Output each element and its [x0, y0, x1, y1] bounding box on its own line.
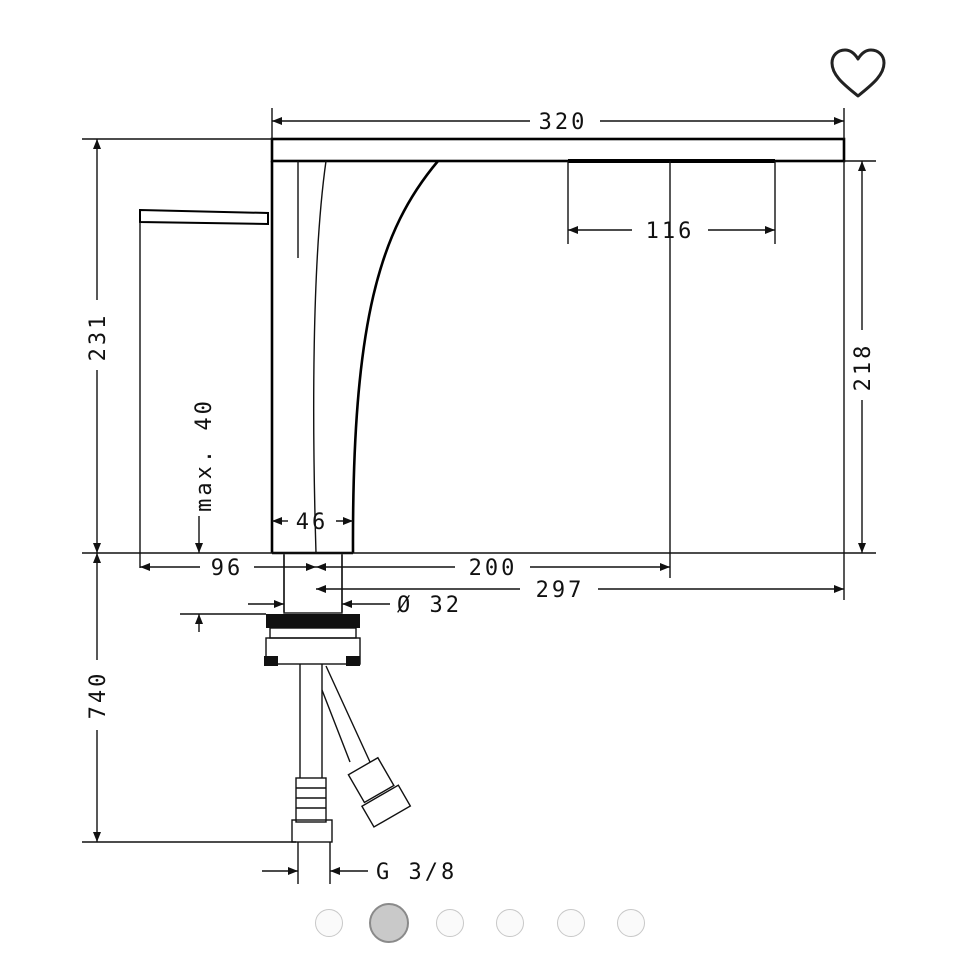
favorite-heart-icon[interactable] — [826, 46, 890, 102]
dim-outlet-width: 116 — [646, 219, 695, 244]
dim-thread: G 3/8 — [376, 860, 457, 885]
dim-max-thickness: max. 40 — [192, 398, 217, 512]
carousel-dot-3[interactable] — [436, 909, 464, 937]
carousel-dot-2-active[interactable] — [369, 903, 409, 943]
image-carousel-dots — [0, 900, 960, 946]
mounting-hardware — [264, 552, 412, 843]
faucet-outline — [139, 137, 846, 568]
dim-body-width: 46 — [296, 510, 329, 535]
heart-icon — [830, 48, 886, 98]
dim-lever-offset: 96 — [211, 556, 244, 581]
carousel-dot-5[interactable] — [557, 909, 585, 937]
dim-hole-diameter: Ø 32 — [397, 593, 462, 618]
dim-reach: 200 — [469, 556, 518, 581]
dimension-arrows — [93, 117, 866, 875]
dim-projection: 297 — [536, 578, 585, 603]
dim-height-left: 231 — [86, 313, 111, 362]
carousel-dot-1[interactable] — [315, 909, 343, 937]
dim-height-right: 218 — [851, 343, 876, 392]
carousel-dot-4[interactable] — [496, 909, 524, 937]
dim-hose-length: 740 — [86, 671, 111, 720]
dim-width-total: 320 — [539, 110, 588, 135]
carousel-dot-6[interactable] — [617, 909, 645, 937]
